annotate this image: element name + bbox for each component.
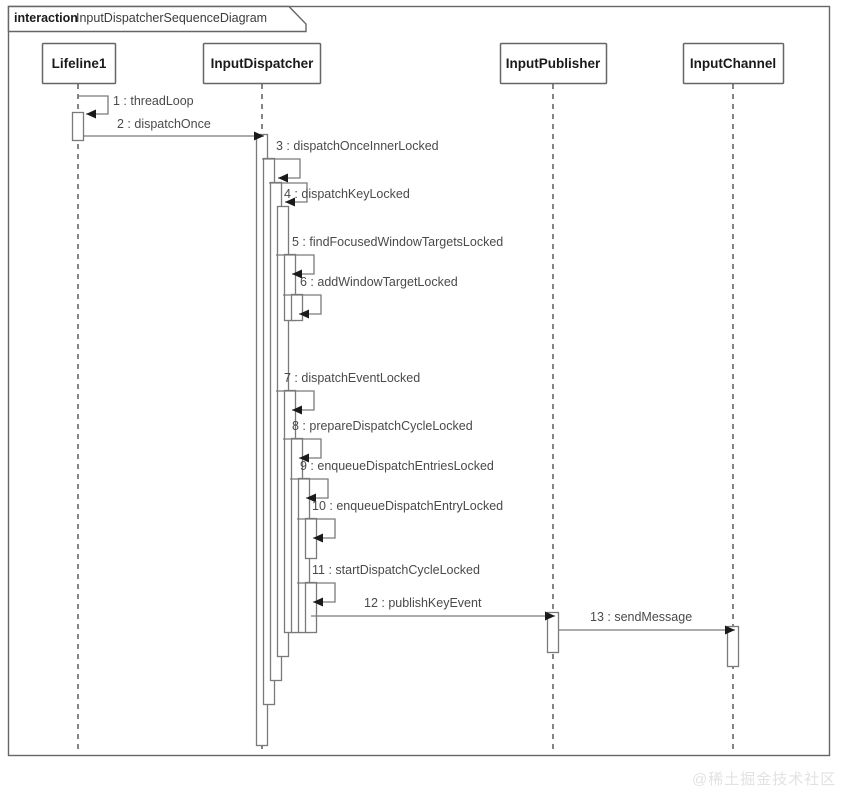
activation-bar-dispatcher-l11 xyxy=(304,581,318,634)
activation-bar-inputpublisher xyxy=(546,611,560,654)
message-8-prepareDispatchCycleLocked[interactable] xyxy=(283,438,322,463)
activation-bar-inputchannel xyxy=(726,625,740,668)
frame-keyword: interaction xyxy=(14,11,78,25)
message-9-enqueueDispatchEntriesLocked[interactable] xyxy=(290,478,329,503)
activation-bars-group xyxy=(71,111,740,747)
participant-box[interactable] xyxy=(41,42,117,85)
message-label-12: 12 : publishKeyEvent xyxy=(364,596,482,610)
messages-group xyxy=(78,95,735,635)
message-4-dispatchKeyLocked[interactable] xyxy=(269,182,308,207)
message-label-13: 13 : sendMessage xyxy=(590,610,692,624)
activation-bar-dispatcher-l6 xyxy=(290,293,304,322)
message-label-2: 2 : dispatchOnce xyxy=(117,117,211,131)
participant-label: InputChannel xyxy=(690,56,776,71)
message-6-addWindowTargetLocked[interactable] xyxy=(283,294,322,319)
participant-box[interactable] xyxy=(202,42,322,85)
message-label-7: 7 : dispatchEventLocked xyxy=(284,371,420,385)
participant-label: InputDispatcher xyxy=(211,56,315,71)
message-11-startDispatchCycleLocked[interactable] xyxy=(297,582,336,607)
interaction-frame: interaction InputDispatcherSequenceDiagr… xyxy=(7,5,831,757)
message-7-dispatchEventLocked[interactable] xyxy=(276,390,315,415)
message-5-findFocusedWindowTargetsLocked[interactable] xyxy=(276,254,315,279)
participant-box[interactable] xyxy=(682,42,785,85)
participant-inputdispatcher[interactable]: InputDispatcher xyxy=(202,42,322,85)
activation-bar-lifeline1 xyxy=(71,111,85,142)
message-label-3: 3 : dispatchOnceInnerLocked xyxy=(276,139,439,153)
frame-name: InputDispatcherSequenceDiagram xyxy=(76,11,267,25)
message-label-5: 5 : findFocusedWindowTargetsLocked xyxy=(292,235,503,249)
message-label-10: 10 : enqueueDispatchEntryLocked xyxy=(312,499,503,513)
message-label-1: 1 : threadLoop xyxy=(113,94,194,108)
participant-inputchannel[interactable]: InputChannel xyxy=(682,42,785,85)
participant-box[interactable] xyxy=(499,42,608,85)
participant-label: InputPublisher xyxy=(506,56,601,71)
frame-label-tab xyxy=(7,5,307,33)
participant-inputpublisher[interactable]: InputPublisher xyxy=(499,42,608,85)
watermark-small: @稀土掘金技术社区 xyxy=(692,771,837,788)
message-3-dispatchOnceInnerLocked[interactable] xyxy=(262,158,301,183)
participant-lifeline1[interactable]: Lifeline1 xyxy=(41,42,117,85)
message-label-4: 4 : dispatchKeyLocked xyxy=(284,187,410,201)
message-10-enqueueDispatchEntryLocked[interactable] xyxy=(297,518,336,543)
message-label-9: 9 : enqueueDispatchEntriesLocked xyxy=(300,459,494,473)
message-label-8: 8 : prepareDispatchCycleLocked xyxy=(292,419,473,433)
message-1-threadLoop[interactable] xyxy=(78,95,109,119)
message-labels-group: 1 : threadLoop 2 : dispatchOnce 3 : disp… xyxy=(113,94,692,624)
participant-label: Lifeline1 xyxy=(52,56,107,71)
message-label-11: 11 : startDispatchCycleLocked xyxy=(312,563,480,577)
message-label-6: 6 : addWindowTargetLocked xyxy=(300,275,458,289)
